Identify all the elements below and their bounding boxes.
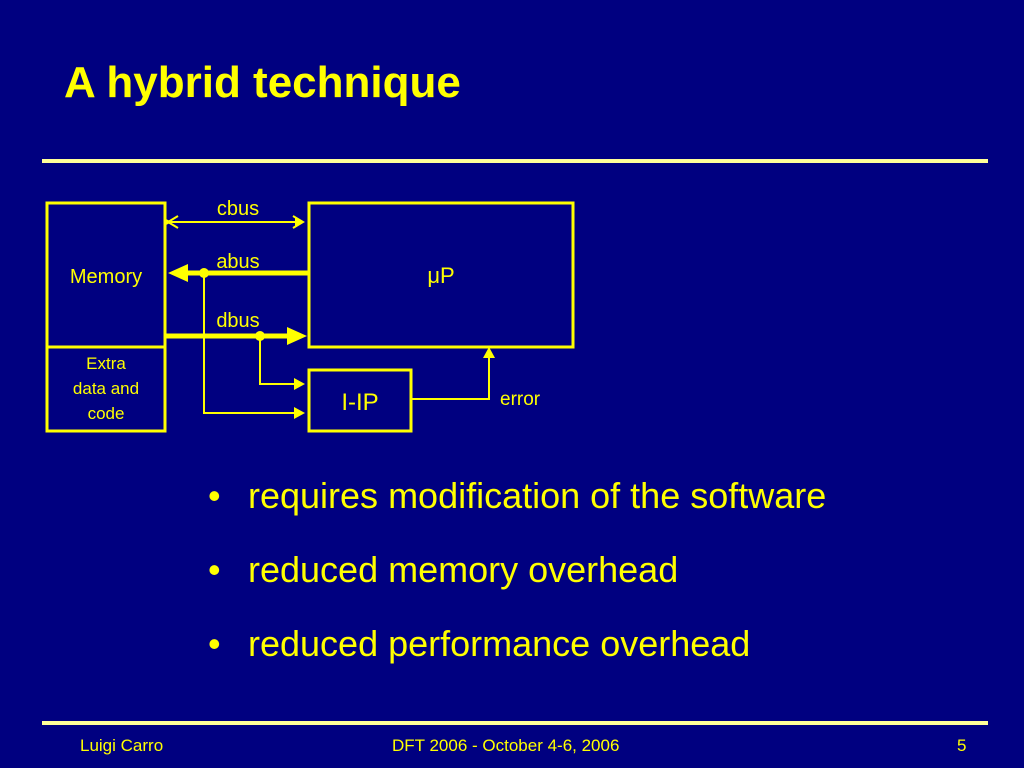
footer-author: Luigi Carro: [80, 736, 164, 755]
cbus-right-arrowhead: [292, 215, 305, 229]
processor-letter: P: [440, 263, 455, 288]
cbus-label: cbus: [217, 198, 259, 220]
dbus-label: dbus: [216, 310, 259, 332]
extra-label-line-2: data and: [73, 379, 139, 398]
micro-symbol: μ: [427, 263, 440, 288]
bullet-text: reduced memory overhead: [248, 549, 679, 590]
error-arrowhead: [483, 347, 495, 358]
abus-tap-arrowhead: [294, 407, 305, 419]
bullet-item: • reduced performance overhead: [208, 626, 826, 662]
extra-data-block: [45, 345, 167, 433]
bullet-text: requires modification of the software: [248, 475, 827, 516]
bullet-glyph: •: [208, 475, 221, 516]
memory-label: Memory: [70, 266, 142, 288]
slide-title: A hybrid technique: [64, 58, 461, 107]
error-label: error: [500, 389, 541, 410]
iip-block: [307, 368, 413, 433]
abus-label: abus: [216, 251, 259, 273]
footer-page-number: 5: [957, 736, 967, 755]
bullet-item: • requires modification of the software: [208, 478, 826, 514]
dbus-tap-arrowhead: [294, 378, 305, 390]
iip-label: I-IP: [341, 389, 378, 416]
title-divider: [42, 159, 988, 163]
abus-tap-line: [203, 273, 302, 414]
extra-label-line-3: code: [88, 404, 125, 423]
error-line: [411, 356, 490, 400]
abus-arrowhead: [168, 264, 188, 282]
bullet-item: • reduced memory overhead: [208, 552, 826, 588]
bullet-glyph: •: [208, 549, 221, 590]
dbus-tap-line: [259, 336, 302, 385]
bullet-glyph: •: [208, 623, 221, 664]
footer-event: DFT 2006 - October 4-6, 2006: [392, 736, 620, 755]
footer-divider: [42, 721, 988, 725]
bullet-list: • requires modification of the software •…: [208, 478, 826, 700]
microprocessor-label: μP: [427, 263, 454, 288]
cbus-left-arrowhead: [166, 215, 179, 229]
bullet-text: reduced performance overhead: [248, 623, 751, 664]
dbus-arrowhead: [287, 327, 307, 345]
extra-label-line-1: Extra: [86, 354, 126, 373]
